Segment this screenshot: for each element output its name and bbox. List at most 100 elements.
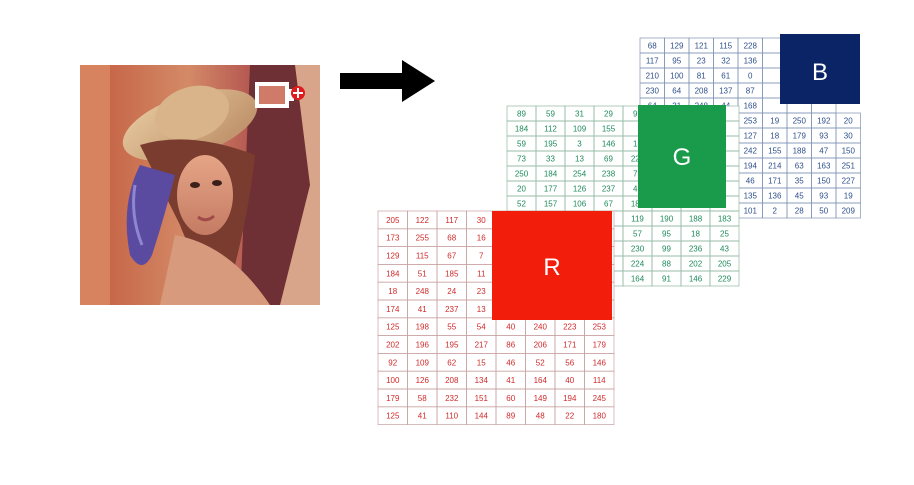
blue-channel-box [780,34,860,104]
red-channel-matrix-value: 41 [506,376,515,385]
green-channel-matrix-value: 184 [515,125,529,134]
red-channel-matrix-value: 15 [477,358,486,367]
red-channel-matrix-value: 67 [447,252,456,261]
red-channel-matrix-value: 194 [563,394,577,403]
green-channel-matrix-value: 31 [575,110,584,119]
blue-channel-matrix-value: 20 [844,117,853,126]
blue-channel-matrix-value: 93 [819,192,828,201]
red-channel-matrix-value: 129 [386,252,400,261]
green-channel-matrix-value: 195 [544,140,558,149]
blue-channel-matrix-value: 68 [648,42,657,51]
blue-channel-matrix-value: 135 [744,192,758,201]
blue-channel-matrix-value: 28 [795,207,804,216]
red-channel-matrix-value: 54 [477,323,486,332]
low-battery-icon [255,82,305,108]
blue-channel-matrix-value: 209 [842,207,856,216]
blue-channel-matrix-value: 129 [670,42,684,51]
green-channel-matrix-value: 89 [517,110,526,119]
blue-channel-matrix-value: 100 [670,72,684,81]
green-channel-matrix-value: 106 [573,200,587,209]
blue-channel-matrix-value: 117 [646,57,659,66]
blue-channel-matrix-value: 188 [793,147,807,156]
red-channel-matrix-value: 55 [447,323,456,332]
red-channel-matrix-value: 110 [445,412,458,421]
blue-channel-matrix-value: 121 [695,42,709,51]
red-channel-matrix-value: 30 [477,216,486,225]
red-channel-matrix-cell [584,406,615,425]
red-channel-matrix-value: 126 [416,376,430,385]
red-channel-matrix-value: 253 [593,323,607,332]
red-channel-matrix-value: 114 [593,376,606,385]
red-channel-matrix-value: 16 [477,234,486,243]
red-channel-label: R [543,254,560,281]
red-channel-box [492,211,612,320]
blue-channel-matrix-value: 18 [770,132,779,141]
green-channel-matrix-value: 146 [689,275,703,284]
red-channel-matrix-value: 240 [534,323,548,332]
green-channel-matrix-value: 184 [544,170,558,179]
red-channel-matrix-value: 149 [534,394,548,403]
blue-channel-matrix-value: 35 [795,177,804,186]
red-channel-matrix-value: 206 [534,341,548,350]
blue-channel-matrix-value: 93 [819,132,828,141]
blue-channel-matrix-value: 214 [768,162,782,171]
blue-channel-matrix-value: 136 [768,192,782,201]
green-channel-matrix-value: 238 [602,170,616,179]
red-channel-matrix-value: 174 [386,305,400,314]
red-channel-matrix-value: 23 [477,287,486,296]
green-channel-matrix-cell [709,270,740,287]
red-channel-matrix-value: 202 [386,341,400,350]
red-channel-matrix-value: 232 [445,394,459,403]
blue-channel-matrix-value: 46 [746,177,755,186]
red-channel-matrix-value: 51 [418,269,427,278]
red-channel-matrix-value: 24 [447,287,456,296]
red-channel-matrix-value: 41 [418,305,427,314]
blue-channel-matrix-value: 155 [768,147,782,156]
green-channel-matrix-value: 119 [631,215,644,224]
photograph-icon [80,65,320,305]
green-channel-matrix-value: 18 [691,230,700,239]
green-channel-matrix-value: 33 [546,155,555,164]
blue-channel-matrix-value: 228 [744,42,758,51]
blue-channel-matrix-value: 136 [744,57,758,66]
red-channel-matrix-value: 86 [506,341,515,350]
red-channel-matrix-value: 100 [386,376,400,385]
blue-channel-matrix-value: 45 [795,192,804,201]
red-channel-matrix-value: 109 [416,358,430,367]
blue-channel-matrix-value: 179 [793,132,807,141]
red-channel-matrix-value: 125 [386,323,400,332]
blue-channel-matrix-cell [835,202,861,219]
green-channel-matrix-value: 43 [720,245,729,254]
green-channel-box [638,105,726,208]
green-channel-matrix-value: 254 [573,170,587,179]
green-channel-label: G [673,144,692,171]
blue-channel-matrix-value: 95 [672,57,681,66]
green-channel-matrix-value: 183 [718,215,732,224]
blue-channel-matrix-value: 250 [793,117,807,126]
blue-channel-matrix-value: 150 [817,177,831,186]
red-channel-matrix-value: 179 [593,341,607,350]
blue-channel-matrix-value: 50 [819,207,828,216]
blue-channel-matrix-value: 2 [773,207,778,216]
red-channel-matrix-value: 48 [536,412,545,421]
red-channel-matrix-value: 117 [445,216,458,225]
red-channel-matrix-value: 217 [475,341,489,350]
blue-channel-matrix-value: 253 [744,117,758,126]
red-channel-matrix-value: 11 [477,269,486,278]
green-channel-matrix-value: 99 [633,110,642,119]
green-channel-matrix-value: 88 [662,260,671,269]
green-channel-matrix-value: 157 [544,200,558,209]
red-channel-matrix-value: 255 [416,234,430,243]
blue-channel-matrix-value: 81 [697,72,706,81]
red-channel-matrix-value: 41 [418,412,427,421]
green-channel-matrix-value: 164 [631,275,645,284]
red-channel-matrix-value: 40 [565,376,574,385]
red-channel-matrix-value: 56 [565,358,574,367]
red-channel-matrix-value: 92 [388,358,397,367]
green-channel-matrix-value: 3 [577,140,582,149]
red-channel-matrix-value: 151 [475,394,489,403]
green-channel-matrix-value: 112 [544,125,557,134]
blue-channel-matrix-value: 163 [817,162,831,171]
green-channel-matrix-value: 109 [573,125,587,134]
red-channel-matrix-value: 171 [563,341,577,350]
